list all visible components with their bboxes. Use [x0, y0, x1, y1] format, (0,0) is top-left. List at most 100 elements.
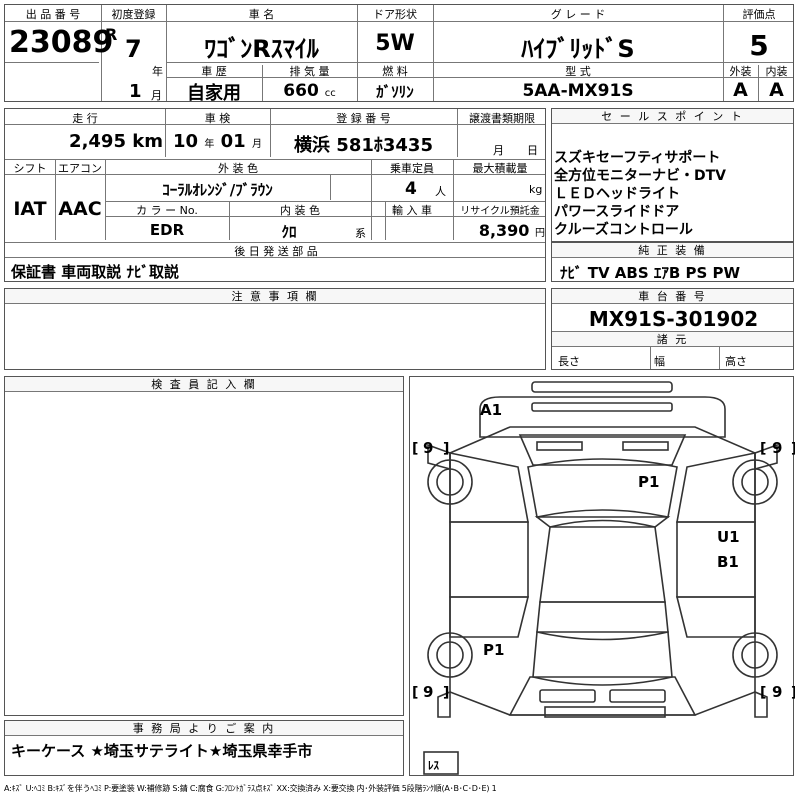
chassis-label: 車 台 番 号 [552, 289, 793, 304]
sales-points-label: セ ー ル ス ポ イ ン ト [552, 109, 793, 124]
mileage: 2,495 km [5, 131, 163, 152]
svg-text:]: ] [791, 441, 795, 457]
inspection-label: 車 検 [204, 112, 231, 125]
displacement: 660 cc [262, 81, 357, 101]
inspection-year-unit: 年 [204, 139, 215, 150]
damage-mark-U1: U1 [717, 528, 740, 546]
car-name: ﾜｺﾞﾝRｽﾏｲﾙ [204, 35, 319, 63]
registration-number: 横浜 581ﾎ3435 [294, 135, 433, 156]
damage-mark-P1-roof: P1 [638, 473, 659, 491]
door-type: 5W [375, 31, 415, 56]
max-load-unit: kg [529, 183, 543, 196]
svg-text:[: [ [760, 441, 766, 457]
history-label: 車 歴 [201, 65, 227, 78]
sales-point: クルーズコントロール [554, 222, 693, 238]
air-conditioner: AAC [58, 198, 102, 220]
tire-tread-front-left: 9 [423, 439, 433, 457]
inspection-year: 10 [173, 131, 199, 152]
recycle-fee-value: 8,390 [478, 221, 530, 240]
equipment-label: 純 正 装 備 [552, 243, 793, 258]
equipment-box: 純 正 装 備 ﾅﾋﾞ TV ABS ｴｱB PS PW [551, 242, 794, 282]
interior-color-label: 内 装 色 [280, 204, 320, 217]
chassis-number: MX91S-301902 [588, 307, 759, 331]
later-parts: 保証書 車両取説 ﾅﾋﾞ取説 [11, 263, 179, 281]
svg-text:]: ] [791, 685, 795, 701]
registration-number-label: 登 録 番 号 [336, 112, 391, 125]
displacement-value: 660 [283, 81, 319, 101]
svg-text:]: ] [443, 441, 449, 457]
first-registration-label: 初度登録 [111, 8, 156, 21]
inspection-month-unit: 月 [251, 139, 262, 150]
notes-label: 注 意 事 項 欄 [5, 289, 545, 304]
fuel: ｶﾞｿﾘﾝ [376, 83, 414, 101]
height-label: 高さ [725, 355, 747, 368]
capacity-unit: 人 [435, 185, 446, 198]
tire-tread-rear-right: 9 [772, 683, 782, 701]
era: R [105, 25, 118, 44]
inspector-box: 検 査 員 記 入 欄 [4, 376, 404, 716]
transfer-month-unit: 月 [493, 144, 504, 157]
svg-text:[: [ [412, 441, 418, 457]
inspection-month: 01 [220, 131, 246, 152]
office-notice-label: 事 務 局 よ り ご 案 内 [5, 721, 403, 736]
spare-tire: ﾚｽ [428, 759, 439, 772]
max-load-label: 最大積載量 [472, 162, 528, 175]
door-label: ドア形状 [373, 8, 417, 21]
color-number-label: カ ラ ー No. [136, 204, 198, 217]
overall-score: 5 [749, 29, 769, 62]
sales-point: 全方位モニターナビ・DTV [554, 168, 727, 184]
recycle-fee: 8,390 円 [453, 221, 545, 240]
sales-point: パワースライドドア [554, 204, 680, 220]
displacement-unit: cc [324, 88, 336, 99]
tire-tread-rear-left: 9 [423, 683, 433, 701]
sales-points-box: セ ー ル ス ポ イ ン ト スズキセーフティサポート 全方位モニターナビ・D… [551, 108, 794, 242]
interior-color-unit: 系 [355, 227, 366, 240]
interior-label: 内装 [765, 65, 788, 78]
length-label: 長さ [558, 355, 580, 368]
width-label: 幅 [654, 355, 665, 368]
vehicle-history: 自家用 [187, 83, 241, 104]
later-parts-label: 後 日 発 送 部 品 [234, 245, 318, 258]
capacity: 4 [405, 179, 417, 199]
recycle-fee-unit: 円 [535, 228, 545, 239]
damage-mark-A1: A1 [480, 401, 502, 419]
office-notice-box: 事 務 局 よ り ご 案 内 キーケース ★埼玉サテライト★埼玉県幸手市 [4, 720, 404, 776]
color-number: EDR [149, 221, 185, 239]
first-registration-month: 1 [129, 81, 142, 102]
mileage-label: 走 行 [72, 112, 98, 125]
mileage-unit: km [132, 131, 163, 152]
lot-number-label: 出 品 番 号 [25, 8, 81, 21]
exterior-color-label: 外 装 色 [218, 162, 258, 175]
interior-color: ｸﾛ [281, 223, 297, 241]
first-registration-year: 7 [125, 35, 142, 63]
shift: IAT [13, 198, 47, 220]
recycle-fee-label: リサイクル預託金 [460, 206, 540, 217]
legend: A:ｷｽﾞ U:ﾍｺﾐ B:ｷｽﾞを伴うﾍｺﾐ P:要塗装 W:補修跡 S:錆 … [4, 784, 497, 793]
svg-text:]: ] [443, 685, 449, 701]
inspection-expiry: 10 年 01 月 [165, 131, 270, 152]
exterior-label: 外装 [729, 65, 752, 78]
shift-label: シフト [13, 162, 47, 175]
car-diagram: [] [] [] [] A1 P1 U1 B1 P1 9 9 9 9 ﾚｽ [412, 381, 795, 775]
model-label: 型 式 [565, 65, 591, 78]
svg-text:[: [ [412, 685, 418, 701]
specs-label: 諸 元 [552, 332, 793, 347]
car-diagram-box: [] [] [] [] A1 P1 U1 B1 P1 9 9 9 9 ﾚｽ [409, 376, 795, 776]
score-label: 評価点 [742, 8, 776, 21]
vehicle-details-table: 走 行 2,495 km 車 検 10 年 01 月 登 録 番 号 横浜 58… [4, 108, 546, 282]
sales-point: スズキセーフティサポート [554, 150, 721, 166]
transfer-deadline-label: 譲渡書類期限 [469, 112, 535, 125]
damage-mark-B1: B1 [717, 553, 739, 571]
month-unit: 月 [151, 89, 162, 102]
grade: ﾊｲﾌﾞﾘｯﾄﾞS [521, 35, 635, 63]
header-table: 出 品 番 号 23089 初度登録 R 7 年 1 月 車 名 ﾜｺﾞﾝRｽﾏ… [4, 4, 794, 104]
damage-mark-P1-rear: P1 [483, 641, 504, 659]
fuel-label: 燃 料 [382, 65, 408, 78]
sales-point: ＬＥＤヘッドライト [554, 186, 680, 202]
tire-tread-front-right: 9 [772, 439, 782, 457]
svg-text:[: [ [760, 685, 766, 701]
equipment: ﾅﾋﾞ TV ABS ｴｱB PS PW [560, 264, 741, 282]
model-code: 5AA-MX91S [522, 81, 634, 101]
lot-number: 23089 [9, 25, 114, 60]
car-name-label: 車 名 [248, 8, 275, 21]
